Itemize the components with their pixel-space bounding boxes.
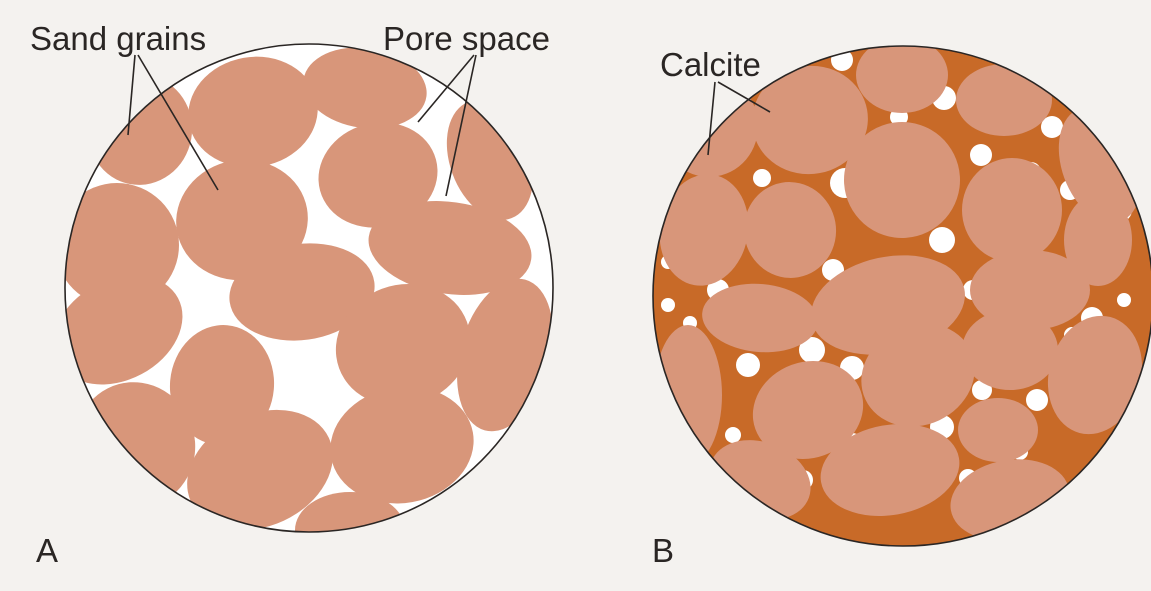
sand-grain: [962, 158, 1062, 262]
sand-grain: [958, 398, 1038, 462]
panel-a-sandstone: [34, 40, 568, 568]
pore-space-label: Pore space: [383, 22, 550, 55]
panel-b-letter: B: [652, 534, 674, 567]
pore-space: [970, 144, 992, 166]
sand-grain: [956, 64, 1052, 136]
pore-space: [753, 169, 771, 187]
sand-grain: [295, 492, 405, 568]
pore-space: [1026, 389, 1048, 411]
sand-grain: [962, 310, 1058, 390]
pore-space: [929, 227, 955, 253]
panel-b-cemented-sandstone: [646, 37, 1151, 550]
pore-space: [661, 298, 675, 312]
panel-a-sand-grains: [34, 40, 568, 568]
pore-space: [1117, 293, 1131, 307]
panel-a-letter: A: [36, 534, 58, 567]
sand-grain: [654, 325, 722, 465]
pore-space: [736, 353, 760, 377]
pore-space: [725, 427, 741, 443]
calcite-label: Calcite: [660, 48, 761, 81]
sand-grains-label: Sand grains: [30, 22, 206, 55]
